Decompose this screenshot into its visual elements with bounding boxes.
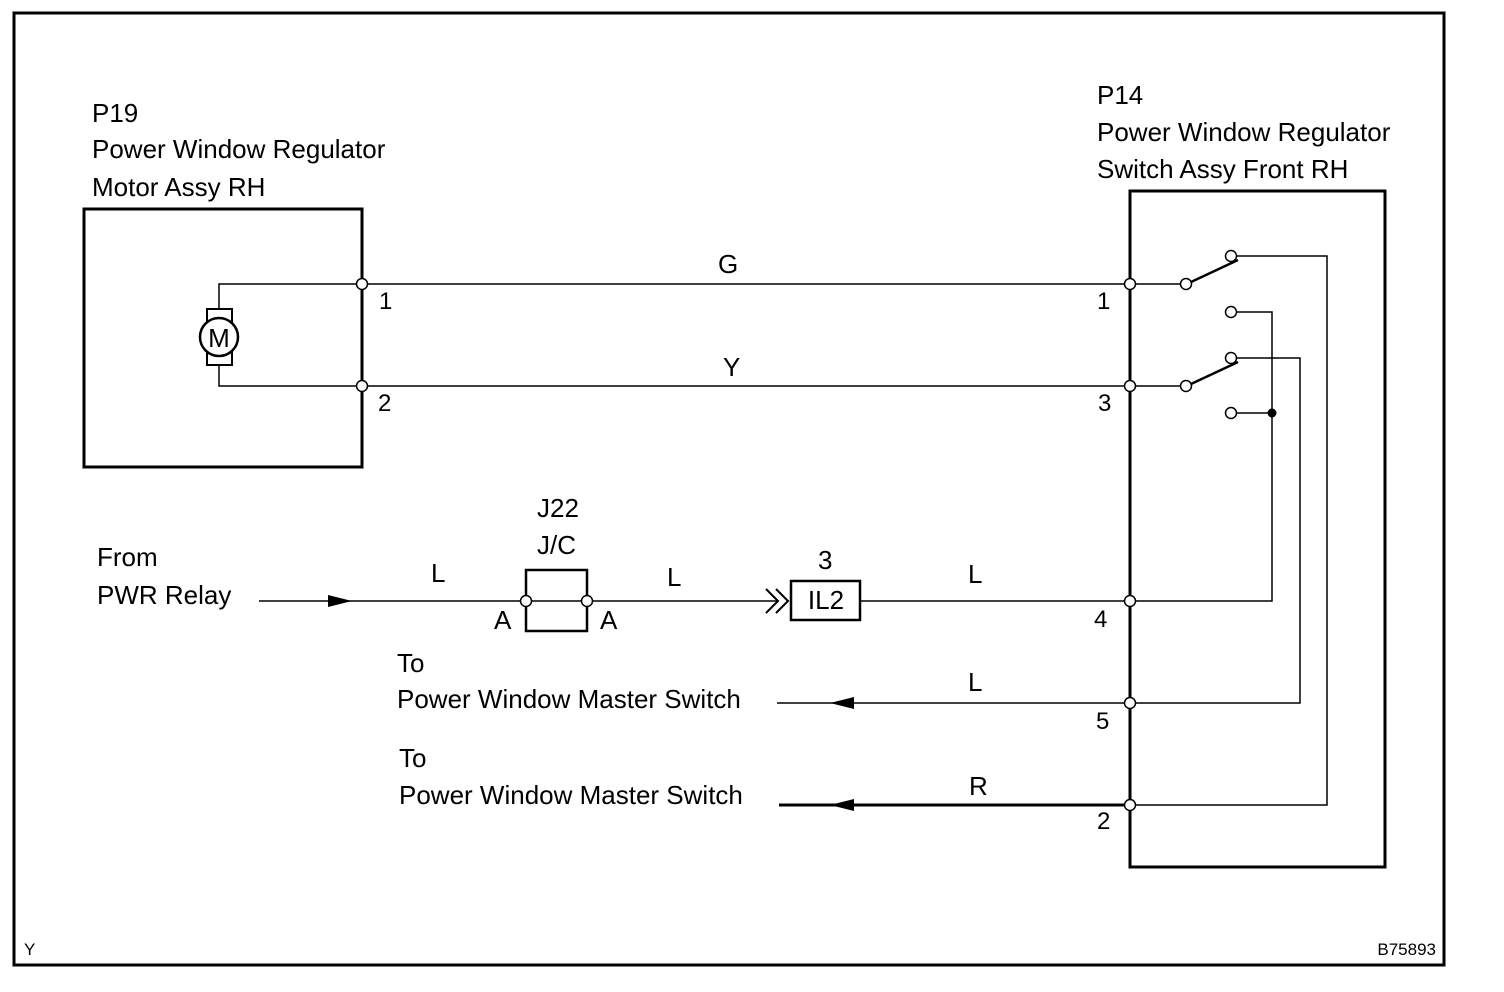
switch-blade-upper (1190, 258, 1239, 284)
to1-label-line1: To (397, 648, 424, 678)
diagram-frame (12, 11, 1446, 967)
motor-pin2-label: 2 (378, 390, 391, 417)
switch-component: P14 Power Window Regulator Switch Assy F… (1094, 80, 1391, 869)
switch-pin3-terminal (1123, 379, 1137, 393)
wire-color-pin5: L (968, 667, 982, 697)
switch-route-to-pin5 (1136, 357, 1301, 704)
junction-terminal-left (519, 594, 533, 608)
junction-code: J22 (537, 493, 579, 523)
motor-symbol-label: M (208, 323, 230, 353)
switch-junction-dot (1267, 408, 1277, 418)
switch-pivot-upper (1179, 277, 1193, 291)
wire-color-g: G (718, 249, 738, 279)
to2-label-line2: Power Window Master Switch (399, 780, 743, 810)
arrow-left-icon-2 (830, 799, 854, 811)
corner-code-left: Y (24, 940, 35, 959)
switch-contact-upper-a (1224, 249, 1238, 263)
wire-color-relay: L (431, 558, 445, 588)
switch-pivot-lower (1179, 379, 1193, 393)
switch-pin4-label: 4 (1094, 606, 1107, 633)
switch-code: P14 (1097, 80, 1143, 110)
junction-type: J/C (537, 530, 576, 560)
connector-pin-label: 3 (818, 545, 832, 575)
connector-chevron-icon-2 (775, 588, 790, 614)
from-label-line2: PWR Relay (97, 580, 231, 610)
junction-right-terminal-label: A (600, 605, 618, 635)
arrow-left-icon (830, 697, 854, 709)
switch-pin5-label: 5 (1096, 708, 1109, 735)
from-label-line1: From (97, 542, 158, 572)
motor-internal-wire-top (218, 283, 357, 335)
to1-label-line2: Power Window Master Switch (397, 684, 741, 714)
connector-code: IL2 (808, 585, 844, 615)
switch-pin1-terminal (1123, 277, 1137, 291)
switch-pin2-terminal (1123, 798, 1137, 812)
motor-name-line1: Power Window Regulator (92, 134, 386, 164)
motor-component: P19 Power Window Regulator Motor Assy RH… (82, 98, 392, 469)
wire-color-pin2: R (969, 771, 988, 801)
switch-box (1128, 189, 1387, 869)
switch-pin1-label: 1 (1097, 288, 1110, 315)
junction-block: J22 J/C A A (494, 493, 618, 635)
wire-color-y: Y (723, 352, 740, 382)
switch-pin5-terminal (1123, 696, 1137, 710)
motor-pin1-terminal (355, 277, 369, 291)
junction-terminal-right (580, 594, 594, 608)
switch-name-line1: Power Window Regulator (1097, 117, 1391, 147)
wire-color-connector: L (968, 559, 982, 589)
motor-pin1-label: 1 (379, 288, 392, 315)
figure-code: B75893 (1377, 940, 1436, 959)
to2-label-line1: To (399, 743, 426, 773)
wire-color-junction: L (667, 562, 681, 592)
switch-pin2-label: 2 (1097, 808, 1110, 835)
motor-box (82, 207, 364, 469)
switch-contact-upper-b (1224, 305, 1238, 319)
junction-left-terminal-label: A (494, 605, 512, 635)
arrow-right-icon (328, 595, 352, 607)
connector-chevron-icon (765, 588, 780, 614)
motor-name-line2: Motor Assy RH (92, 172, 265, 202)
motor-symbol-icon: M (198, 308, 240, 366)
switch-pin4-terminal (1123, 594, 1137, 608)
switch-route-to-pin2 (1136, 255, 1328, 806)
switch-route-to-pin4 (1136, 311, 1273, 602)
motor-pin2-terminal (355, 379, 369, 393)
switch-contact-lower-b (1224, 406, 1238, 420)
motor-code: P19 (92, 98, 138, 128)
connector-il2: IL2 3 (765, 545, 862, 622)
switch-contact-lower-a (1224, 351, 1238, 365)
switch-pin3-label: 3 (1098, 390, 1111, 417)
switch-name-line2: Switch Assy Front RH (1097, 154, 1348, 184)
switch-blade-lower (1190, 360, 1239, 386)
motor-internal-wire-bottom (218, 340, 357, 387)
